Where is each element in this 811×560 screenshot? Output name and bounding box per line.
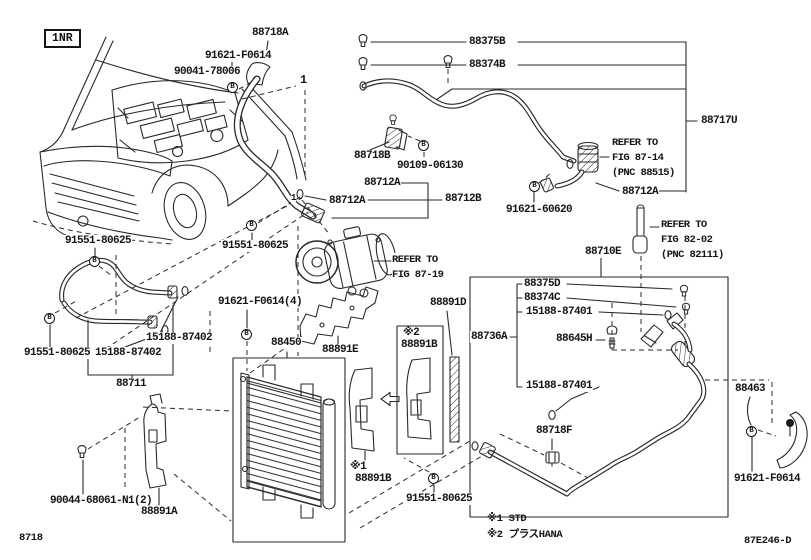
part-label-15188-87401-b: 15188-87401 bbox=[525, 380, 594, 392]
bolt-marker-b-1: B bbox=[227, 82, 238, 93]
bracket-88891a bbox=[77, 393, 232, 522]
part-label-88712a-3: 88712A bbox=[621, 186, 660, 198]
part-label-88374b: 88374B bbox=[468, 59, 507, 71]
part-label-88712a-1: 88712A bbox=[363, 177, 402, 189]
condenser-88450 bbox=[232, 357, 346, 543]
part-label-88736a: 88736A bbox=[470, 331, 509, 343]
cooler-pipe-assembly-88736a bbox=[469, 204, 729, 518]
marker-star2: ※2 bbox=[402, 327, 421, 339]
part-label-91621-60620: 91621-60620 bbox=[505, 204, 574, 216]
part-label-90041-78006: 90041-78006 bbox=[173, 66, 242, 78]
part-label-88463: 88463 bbox=[734, 383, 767, 395]
part-label-88375d: 88375D bbox=[523, 278, 562, 290]
refer-note-line: FIG 87-19 bbox=[392, 269, 444, 281]
liquid-hose-88711 bbox=[49, 197, 309, 380]
part-label-88645h: 88645H bbox=[555, 333, 594, 345]
bolt-marker-b-7: B bbox=[241, 329, 252, 340]
refer-note-line: FIG 82-02 bbox=[661, 234, 713, 246]
part-label-90109-06130: 90109-06130 bbox=[396, 160, 465, 172]
refer-note-line: (PNC 88515) bbox=[612, 167, 675, 179]
bracket-88463 bbox=[705, 379, 808, 472]
compressor bbox=[295, 226, 397, 298]
part-label-15188-87402-a: 15188-87402 bbox=[145, 332, 214, 344]
part-label-15188-87401-a: 15188-87401 bbox=[525, 306, 594, 318]
bracket-88891e bbox=[286, 286, 379, 359]
top-leader-lines bbox=[358, 34, 698, 193]
seal-plates-88891b bbox=[348, 310, 483, 529]
refer-note-line: FIG 87-14 bbox=[612, 152, 664, 164]
footnote-plus: ※2 プラスHANA bbox=[487, 529, 563, 541]
part-label-88375b: 88375B bbox=[468, 36, 507, 48]
part-label-91551-80625-4: 91551-80625 bbox=[405, 493, 474, 505]
part-label-91551-80625-2: 91551-80625 bbox=[221, 240, 290, 252]
receiver-drier bbox=[533, 141, 687, 203]
part-label-91621-f0614-4: 91621-F0614(4) bbox=[217, 296, 304, 308]
part-label-88712b: 88712B bbox=[444, 193, 483, 205]
bolt-marker-b-5: B bbox=[246, 220, 257, 231]
bolt-marker-b-9: B bbox=[746, 426, 757, 437]
suction-hose bbox=[233, 75, 425, 224]
part-label-88891a: 88891A bbox=[140, 506, 179, 518]
footnote-std: ※1 STD bbox=[487, 513, 527, 525]
refer-note-fig-87-14: REFER TO FIG 87-14 (PNC 88515) bbox=[612, 136, 675, 181]
refer-note-line: (PNC 82111) bbox=[661, 249, 724, 261]
part-label-88891d: 88891D bbox=[429, 297, 468, 309]
hose-label-bracket bbox=[241, 85, 443, 236]
figure-code: 87E246-D bbox=[744, 535, 792, 547]
part-label-88374c: 88374C bbox=[523, 292, 562, 304]
bolt-marker-b-6: B bbox=[44, 313, 55, 324]
part-label-88717u: 88717U bbox=[700, 115, 739, 127]
page-code: 8718 bbox=[19, 532, 43, 544]
part-label-88710e: 88710E bbox=[584, 246, 623, 258]
marker-star1: ※1 bbox=[349, 461, 368, 473]
discharge-pipe-88717u bbox=[359, 78, 577, 164]
engine-code-badge: 1NR bbox=[44, 29, 81, 48]
part-label-88891e: 88891E bbox=[321, 344, 360, 356]
refer-note-fig-87-19: REFER TO FIG 87-19 bbox=[392, 253, 444, 283]
bolt-marker-b-3: B bbox=[529, 181, 540, 192]
part-label-91551-80625-1: 91551-80625 bbox=[64, 235, 133, 247]
part-label-15188-87402-b: 15188-87402 bbox=[94, 347, 163, 359]
part-label-88891b-2: 88891B bbox=[400, 339, 439, 351]
part-label-91551-80625-3: 91551-80625 bbox=[23, 347, 92, 359]
refer-note-fig-82-02: REFER TO FIG 82-02 (PNC 82111) bbox=[661, 218, 724, 263]
refer-note-line: REFER TO bbox=[661, 219, 707, 231]
bolt-marker-b-2: B bbox=[418, 140, 429, 151]
refer-note-line: REFER TO bbox=[612, 137, 658, 149]
part-label-88450: 88450 bbox=[270, 337, 303, 349]
refer-note-line: REFER TO bbox=[392, 254, 438, 266]
bolt-marker-b-8: B bbox=[428, 473, 439, 484]
ref-marker-1a: 1 bbox=[300, 73, 308, 87]
part-label-88718f: 88718F bbox=[535, 425, 574, 437]
part-label-88718b: 88718B bbox=[353, 150, 392, 162]
ref-marker-1b: 1 bbox=[291, 192, 297, 204]
part-label-88712a-2: 88712A bbox=[328, 195, 367, 207]
part-label-88711: 88711 bbox=[115, 378, 148, 390]
car-sketch bbox=[32, 36, 307, 245]
part-label-90044-68061: 90044-68061-N1(2) bbox=[49, 495, 154, 507]
part-label-88718a: 88718A bbox=[251, 27, 290, 39]
part-label-88891b-1: 88891B bbox=[354, 473, 393, 485]
part-label-91621-f0614-b: 91621-F0614 bbox=[733, 473, 802, 485]
part-label-91621-f0614-top: 91621-F0614 bbox=[204, 50, 273, 62]
bolt-marker-b-4: B bbox=[89, 256, 100, 267]
